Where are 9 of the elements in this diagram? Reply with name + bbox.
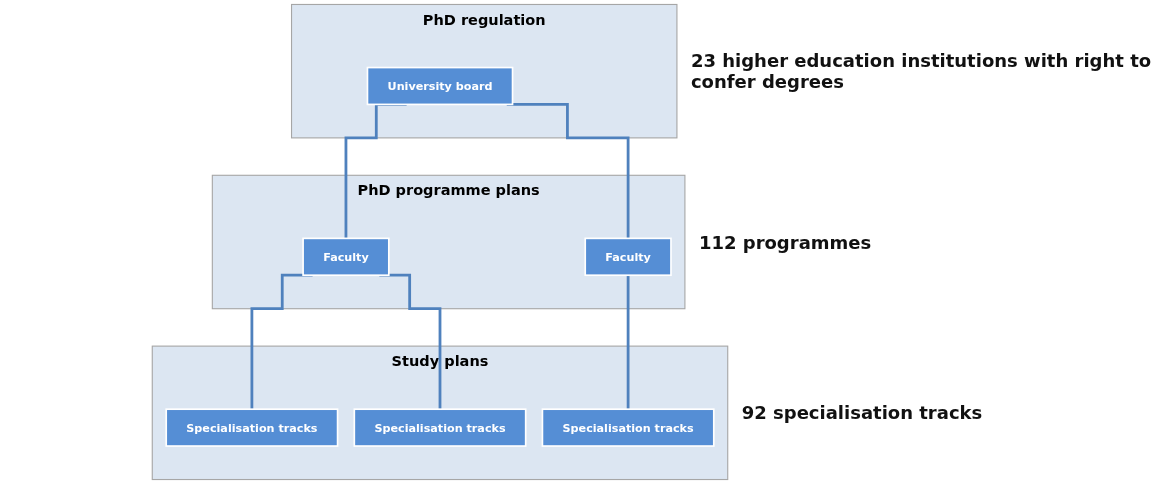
node-box: Specialisation tracks bbox=[541, 408, 715, 447]
node-box: University board bbox=[366, 66, 514, 106]
node-box: Specialisation tracks bbox=[353, 408, 527, 447]
node-box: Faculty bbox=[584, 237, 672, 277]
node-box: Faculty bbox=[302, 237, 390, 277]
side-note: 23 higher education institutions with right to confer degrees bbox=[690, 50, 1153, 93]
side-note: 112 programmes bbox=[698, 231, 873, 253]
node-box: Specialisation tracks bbox=[165, 408, 339, 447]
side-note: 92 specialisation tracks bbox=[741, 402, 984, 424]
